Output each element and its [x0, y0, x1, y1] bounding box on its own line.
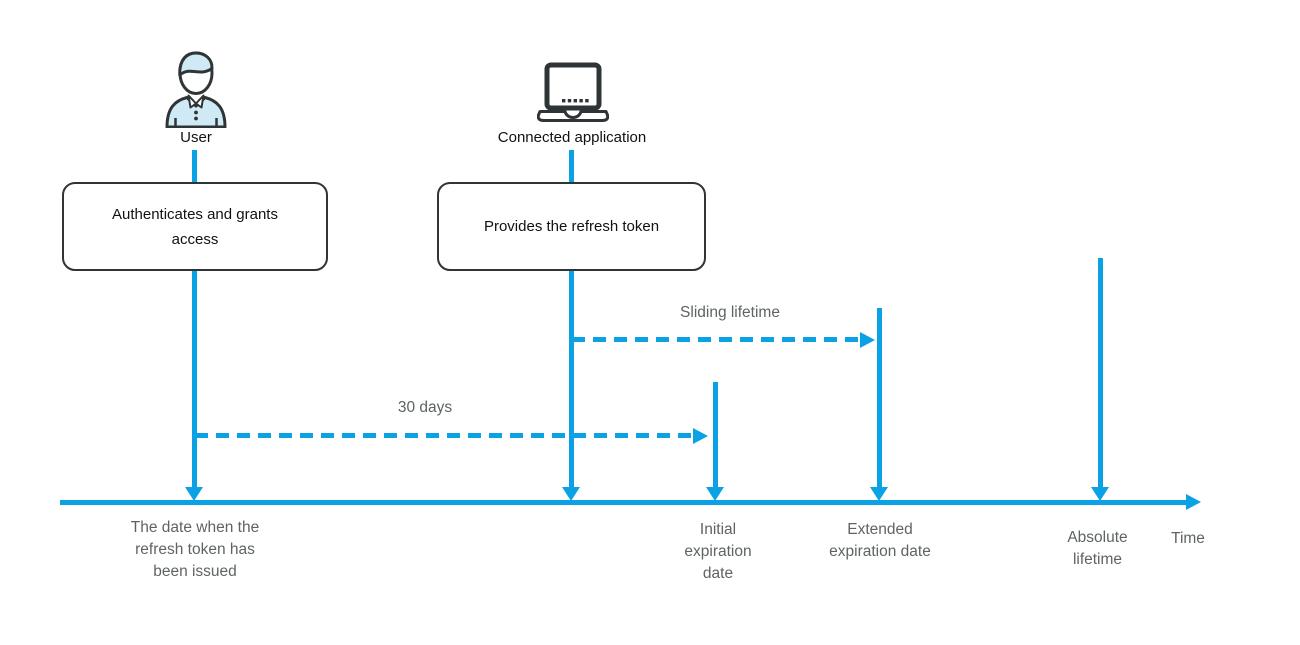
- marker-line-absolute-lifetime: [1098, 258, 1103, 487]
- timeline-label-initial-expiration: Initial expiration date: [684, 521, 752, 582]
- timeline-label-extended-expiration: Extended expiration date: [829, 521, 931, 560]
- timeline-axis-label-time: Time: [1171, 530, 1205, 547]
- lifeline-connected-app-arrowhead-icon: [562, 487, 580, 501]
- timeline-axis-arrowhead-icon: [1186, 494, 1201, 510]
- laptop-icon: [537, 62, 609, 124]
- marker-line-absolute-arrowhead-icon: [1091, 487, 1109, 501]
- marker-line-extended-arrowhead-icon: [870, 487, 888, 501]
- box-label-provide: Provides the refresh token: [483, 218, 660, 235]
- user-icon: [163, 50, 229, 128]
- box-authenticates-and-grants-access: Authenticates and grants access: [62, 182, 328, 271]
- box-label-authenticate: Authenticates and grants access: [112, 205, 278, 248]
- duration-arrow-30-days: [195, 433, 693, 438]
- timeline-label-absolute-lifetime: Absolute lifetime: [1067, 529, 1128, 568]
- marker-line-initial-expiration: [713, 382, 718, 487]
- timeline-axis: [60, 500, 1186, 505]
- lifeline-user-arrowhead-icon: [185, 487, 203, 501]
- box-provides-the-refresh-token: Provides the refresh token: [437, 182, 706, 271]
- marker-line-initial-arrowhead-icon: [706, 487, 724, 501]
- actor-label-connected-application: Connected application: [497, 129, 647, 146]
- duration-arrow-30-days-arrowhead-icon: [693, 428, 708, 444]
- duration-label-sliding-lifetime: Sliding lifetime: [680, 304, 780, 321]
- duration-arrow-sliding-arrowhead-icon: [860, 332, 875, 348]
- timeline-label-issued-date: The date when the refresh token has been…: [130, 519, 260, 580]
- lifeline-connected-app: [569, 150, 574, 487]
- lifeline-user: [192, 150, 197, 487]
- actor-label-user: User: [180, 129, 212, 146]
- duration-label-30-days: 30 days: [397, 399, 453, 416]
- duration-arrow-sliding-lifetime: [572, 337, 860, 342]
- marker-line-extended-expiration: [877, 308, 882, 487]
